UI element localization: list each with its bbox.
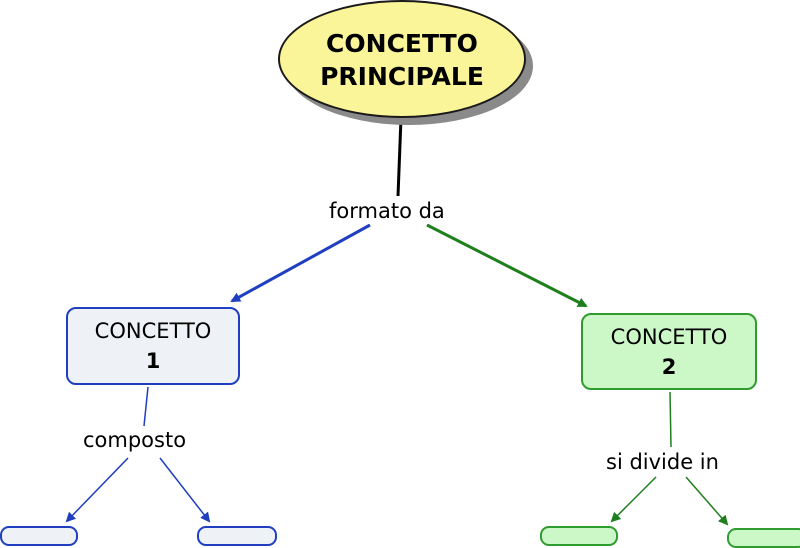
sub-concept-node-2[interactable]: [197, 526, 277, 546]
sub-concept-node-1[interactable]: [0, 526, 78, 546]
edge-label-to-concept2: [426, 223, 588, 308]
edge-label-to-concept1: [230, 223, 371, 303]
edge-composto-to-leaf1: [65, 457, 129, 523]
edge-composto-to-leaf2: [159, 457, 211, 523]
main-concept-line1: CONCETTO: [326, 29, 478, 58]
concept-2-node[interactable]: CONCETTO 2: [581, 313, 757, 390]
concept-2-number: 2: [661, 354, 677, 379]
concept-1-line1: CONCETTO: [94, 319, 212, 343]
sub-concept-node-3[interactable]: [540, 526, 618, 546]
link-label-formato-da[interactable]: formato da: [326, 198, 448, 224]
main-concept-node[interactable]: CONCETTO PRINCIPALE: [278, 0, 526, 118]
edge-concept1-to-label: [143, 386, 149, 427]
connections: [65, 117, 729, 526]
link-label-si-divide-in[interactable]: si divide in: [603, 449, 722, 475]
concept-1-number: 1: [145, 349, 161, 373]
link-label-composto[interactable]: composto: [80, 427, 190, 453]
sub-concept-node-4[interactable]: [727, 528, 800, 548]
concept-2-line1: CONCETTO: [610, 324, 728, 349]
edge-main-to-label: [396, 117, 403, 197]
edge-sidivide-to-leaf4: [685, 476, 729, 526]
main-concept-line2: PRINCIPALE: [320, 62, 484, 91]
edge-sidivide-to-leaf3: [610, 476, 657, 523]
concept-1-node[interactable]: CONCETTO 1: [66, 307, 240, 385]
edge-concept2-to-label: [669, 391, 672, 448]
